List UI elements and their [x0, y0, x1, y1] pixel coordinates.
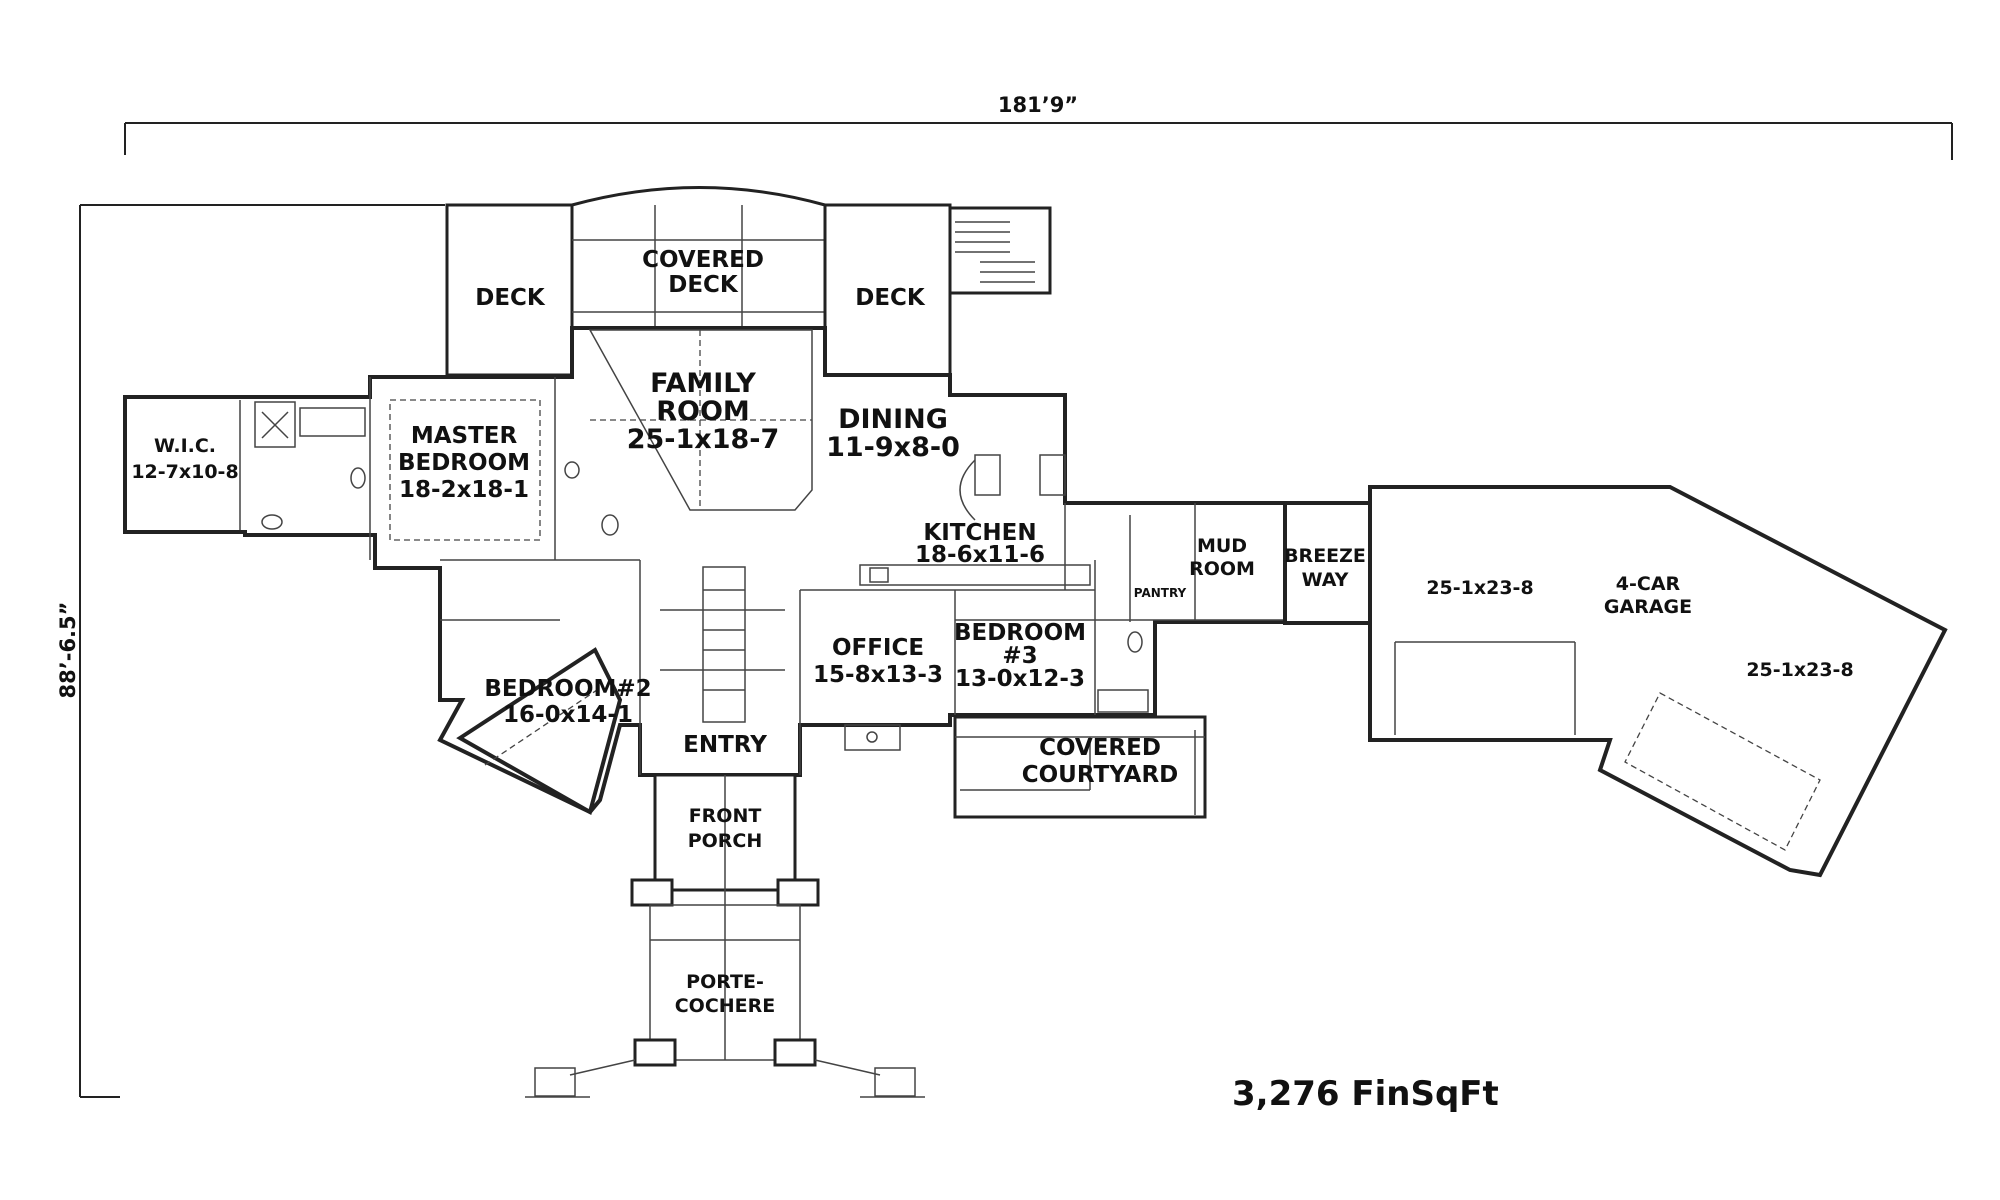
office-label: OFFICE — [832, 635, 924, 661]
mud-room-label-1: MUD — [1197, 535, 1247, 557]
garage-bay-right-size: 25-1x23-8 — [1746, 659, 1853, 681]
width-dimension-label: 181’9” — [998, 93, 1078, 117]
porte-cochere-label-2: COCHERE — [675, 995, 776, 1017]
wic-label: W.I.C. — [154, 435, 216, 457]
pantry-label: PANTRY — [1134, 586, 1187, 600]
garage-label-2: GARAGE — [1604, 596, 1692, 618]
garage-bay-left-size: 25-1x23-8 — [1426, 577, 1533, 599]
courtyard-label-2: COURTYARD — [1022, 762, 1179, 788]
dining-label: DINING — [838, 404, 948, 435]
bedroom3-label-2: #3 — [1002, 643, 1037, 669]
master-bedroom-size: 18-2x18-1 — [399, 477, 529, 503]
garage — [1368, 485, 1948, 878]
depth-dimension-label: 88’-6.5” — [56, 602, 80, 699]
courtyard-label-1: COVERED — [1039, 735, 1161, 761]
bedroom3-size: 13-0x12-3 — [955, 666, 1085, 692]
width-dimension: 181’9” — [124, 93, 1953, 160]
covered-deck-label-2: DECK — [668, 272, 739, 298]
stairs-exterior — [948, 206, 1052, 295]
entry-label: ENTRY — [683, 732, 767, 758]
interior-stairs — [660, 566, 785, 723]
office-size: 15-8x13-3 — [813, 662, 943, 688]
bedroom2-wall — [456, 647, 623, 816]
master-bedroom-label-2: BEDROOM — [398, 450, 530, 476]
wic-size: 12-7x10-8 — [131, 461, 238, 483]
family-room-size: 25-1x18-7 — [627, 424, 780, 455]
breezeway-label-1: BREEZE — [1284, 545, 1366, 567]
covered-deck-label-1: COVERED — [642, 247, 764, 273]
master-bedroom-label-1: MASTER — [411, 423, 518, 449]
family-room-label-1: FAMILY — [650, 368, 756, 399]
garage-label-1: 4-CAR — [1616, 573, 1681, 595]
family-room-label-2: ROOM — [656, 396, 750, 427]
deck-left-label: DECK — [475, 285, 546, 311]
dining-size: 11-9x8-0 — [826, 432, 960, 463]
front-porch-label-1: FRONT — [689, 805, 762, 827]
deck-right — [823, 203, 952, 377]
covered-courtyard — [953, 715, 1207, 819]
kitchen-size: 18-6x11-6 — [915, 542, 1045, 568]
main-house — [123, 326, 1287, 816]
room-labels: DECK COVERED DECK DECK FAMILY ROOM 25-1x… — [131, 247, 1853, 1017]
bedroom2-label: BEDROOM#2 — [484, 676, 651, 702]
bedroom2-size: 16-0x14-1 — [503, 702, 633, 728]
front-porch-label-2: PORCH — [688, 830, 763, 852]
porte-cochere-label-1: PORTE- — [686, 971, 764, 993]
house-footprint — [123, 326, 1287, 815]
total-sqft: 3,276 FinSqFt — [1232, 1074, 1499, 1114]
depth-dimension: 88’-6.5” — [56, 204, 445, 1098]
kitchen-label: KITCHEN — [923, 520, 1036, 546]
deck-right-label: DECK — [855, 285, 926, 311]
bedroom3-label-1: BEDROOM — [954, 620, 1086, 646]
mud-room-label-2: ROOM — [1189, 558, 1255, 580]
breezeway-label-2: WAY — [1302, 569, 1349, 591]
deck-area — [445, 186, 1052, 377]
front-porch — [525, 773, 925, 1098]
